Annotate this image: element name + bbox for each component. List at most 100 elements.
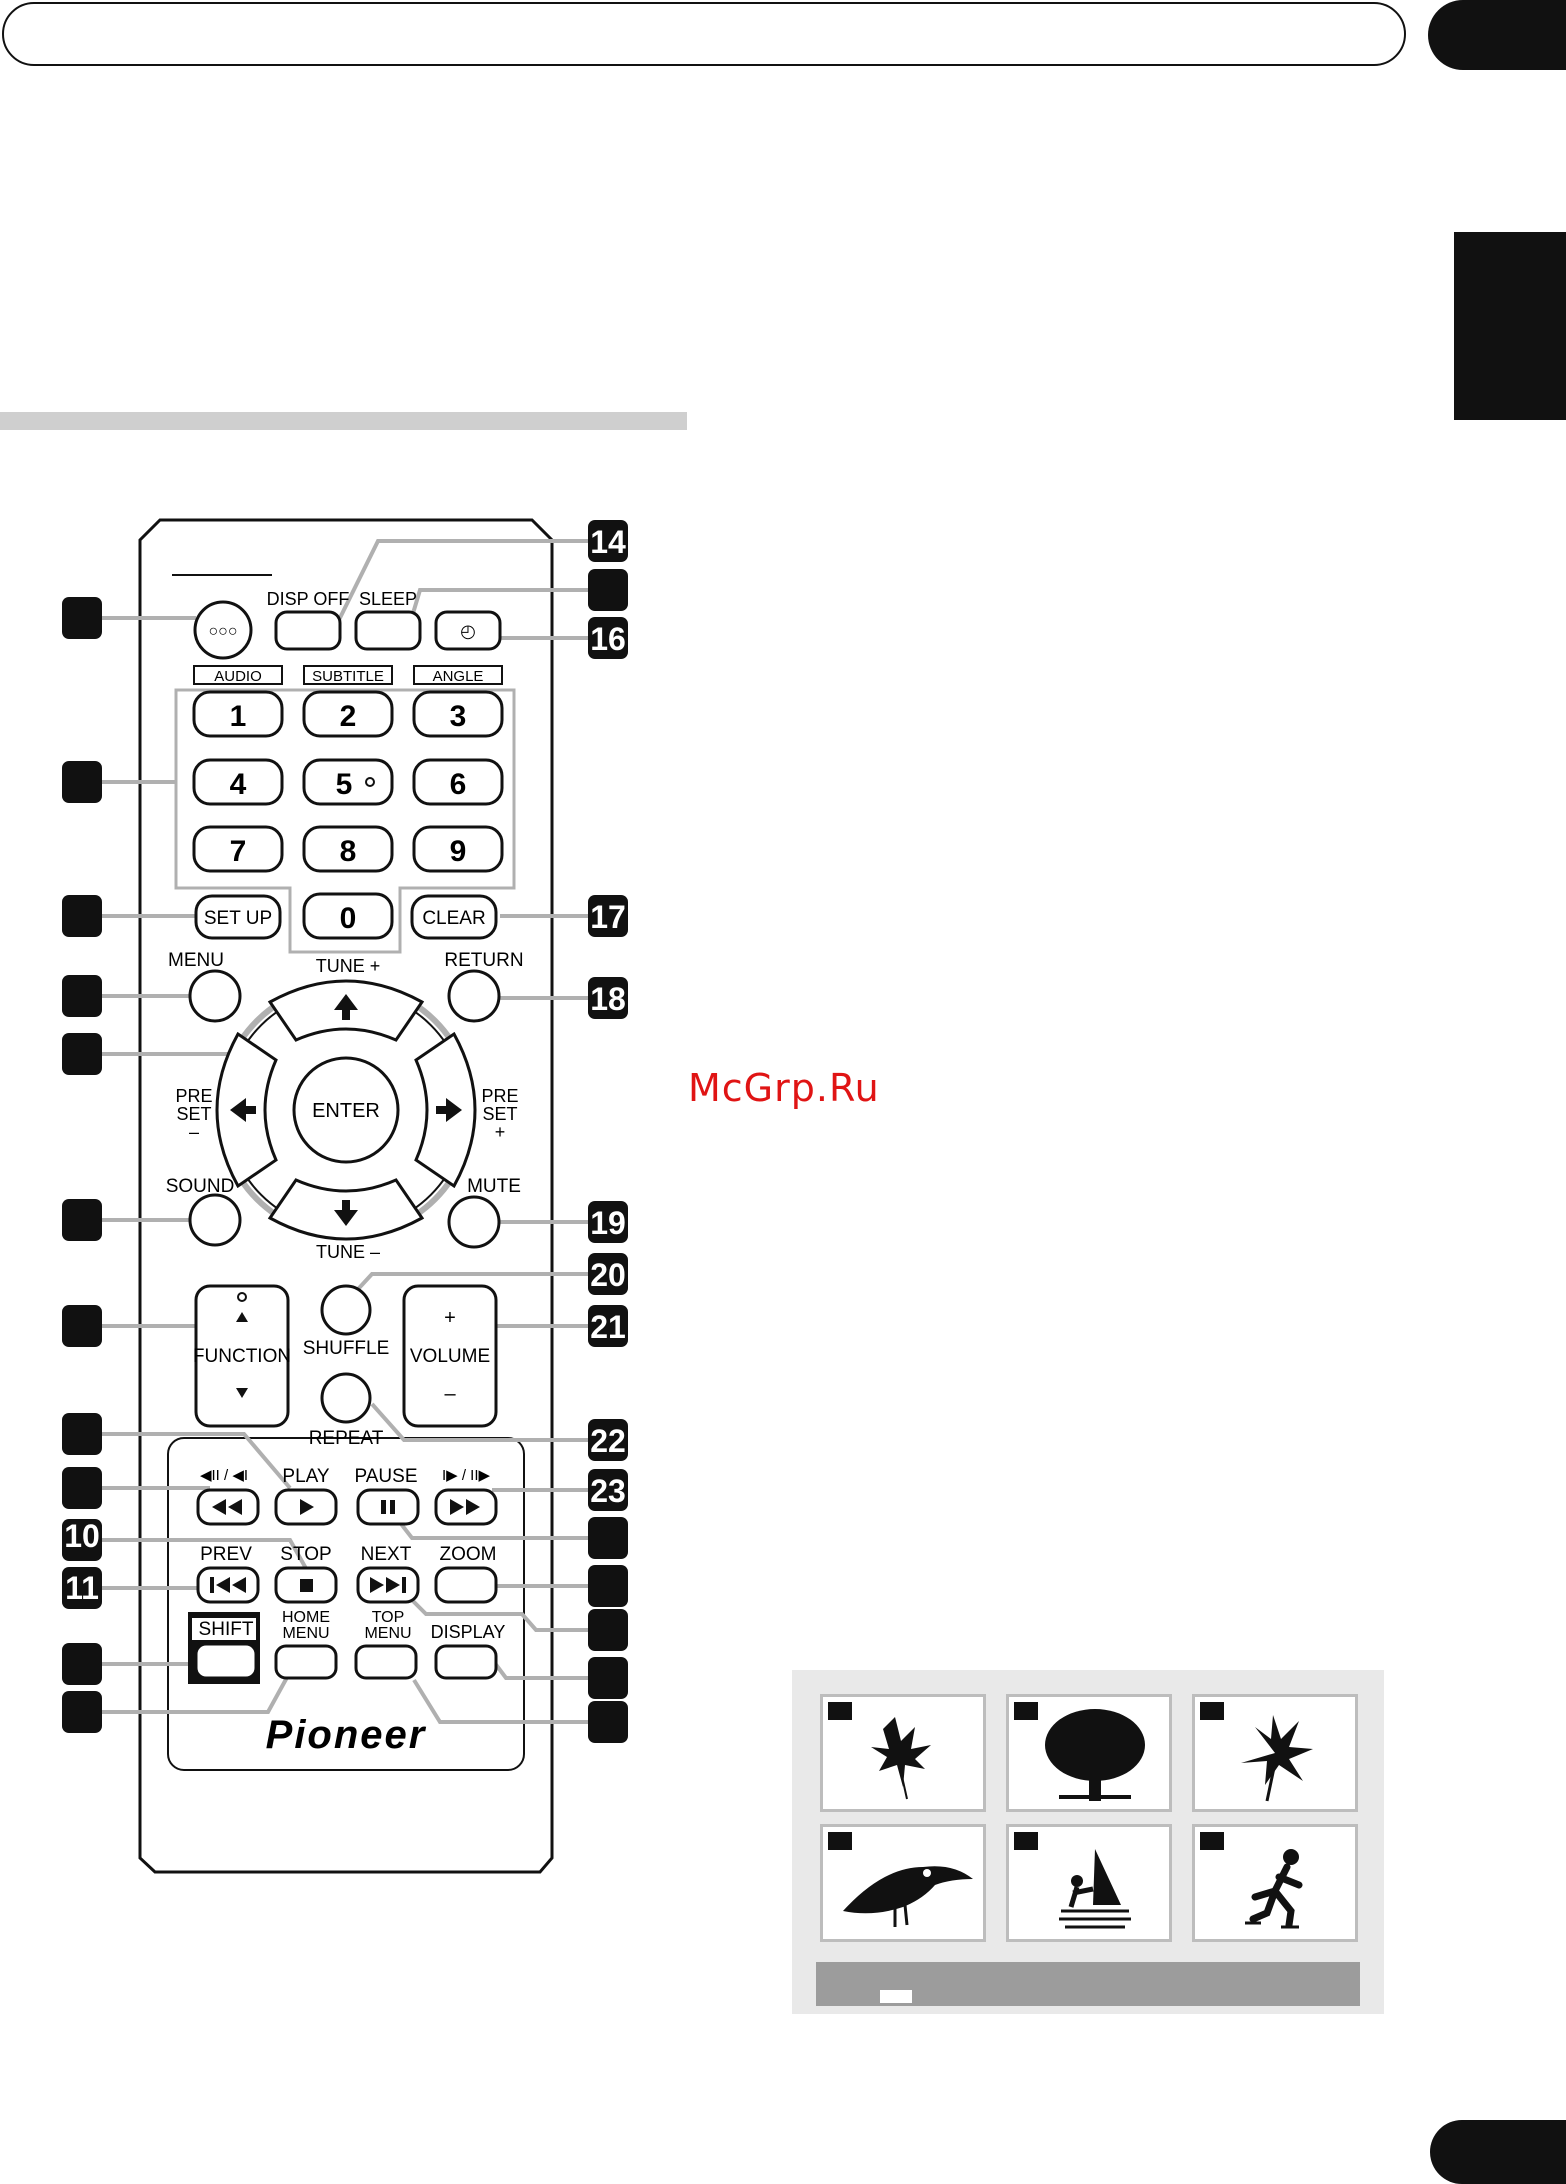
function-down-icon	[236, 1388, 248, 1398]
slow-reverse-label: ◀II / ◀I	[200, 1467, 248, 1484]
rewind-icon	[212, 1499, 242, 1515]
return-button	[447, 969, 501, 1023]
preset-right-label-3: +	[495, 1122, 506, 1142]
callout-14: 14	[590, 524, 626, 560]
mute-label: MUTE	[467, 1176, 521, 1197]
sleep-label: SLEEP	[359, 589, 417, 609]
key-0: 0	[340, 902, 357, 935]
repeat-label: REPEAT	[309, 1428, 384, 1449]
callout-10: 10	[64, 1518, 100, 1554]
prev-label: PREV	[200, 1544, 252, 1565]
volume-plus-label: +	[444, 1307, 456, 1329]
key-8: 8	[340, 835, 357, 868]
pause-button	[356, 1488, 420, 1526]
shuffle-button	[320, 1284, 372, 1336]
key-7: 7	[230, 835, 247, 868]
disp-off-label: DISP OFF	[267, 589, 350, 609]
thumbnail-4[interactable]	[820, 1824, 986, 1942]
mute-button	[447, 1195, 501, 1249]
menu-label: MENU	[168, 950, 224, 971]
callout-17: 17	[590, 899, 626, 935]
setup-button	[194, 894, 282, 940]
tune-minus-label: TUNE –	[316, 1242, 380, 1262]
stop-label: STOP	[280, 1544, 331, 1565]
thumbnail-1[interactable]	[820, 1694, 986, 1812]
standby-button	[193, 600, 253, 660]
callout-23: 23	[590, 1473, 626, 1509]
volume-label: VOLUME	[410, 1346, 490, 1367]
function-rocker	[194, 1284, 290, 1428]
enter-label: ENTER	[312, 1100, 380, 1122]
thumbnail-2[interactable]	[1006, 1694, 1172, 1812]
status-indicator	[880, 1990, 912, 2003]
chapter-header-pill	[2, 2, 1406, 66]
thumbnail-5[interactable]	[1006, 1824, 1172, 1942]
toucan-icon	[843, 1866, 973, 1927]
home-menu-button	[274, 1644, 338, 1680]
watermark: McGrp.Ru	[688, 1066, 880, 1110]
skater-icon	[1245, 1849, 1303, 1929]
sleep-button	[354, 610, 422, 651]
callout-19: 19	[590, 1205, 626, 1241]
subtitle-label: SUBTITLE	[312, 668, 384, 685]
repeat-button	[320, 1372, 372, 1424]
sound-label: SOUND	[166, 1176, 235, 1197]
page-number-pill	[1430, 2120, 1566, 2184]
pause-label: PAUSE	[354, 1466, 417, 1487]
key-3: 3	[450, 700, 467, 733]
slow-forward-label: I▶ / II▶	[442, 1467, 491, 1484]
maple-leaf-icon	[871, 1717, 931, 1800]
key-4: 4	[230, 768, 247, 801]
svg-text:○○○: ○○○	[209, 623, 238, 640]
disp-off-button	[274, 610, 342, 651]
preset-left-label-2: SET	[176, 1104, 211, 1124]
play-label: PLAY	[282, 1466, 330, 1487]
clear-button	[410, 894, 498, 940]
display-label: DISPLAY	[431, 1622, 506, 1642]
thumbnail-3[interactable]	[1192, 1694, 1358, 1812]
tree-icon	[1045, 1709, 1145, 1801]
lily-flower-icon	[1241, 1715, 1313, 1802]
up-arrow-icon	[334, 994, 358, 1020]
preset-left-label-3: –	[189, 1122, 199, 1142]
brand-logo: Pioneer	[266, 1713, 427, 1757]
key-5: 5	[336, 768, 353, 801]
sound-button	[188, 1193, 242, 1247]
callout-21: 21	[590, 1309, 626, 1345]
callout-18: 18	[590, 981, 626, 1017]
photo-thumbnail-panel	[792, 1670, 1384, 2014]
language-side-tab	[1454, 232, 1566, 420]
shift-label: SHIFT	[199, 1619, 254, 1640]
clear-label: CLEAR	[422, 908, 485, 929]
display-button	[434, 1644, 498, 1680]
angle-label: ANGLE	[433, 668, 484, 685]
key-2: 2	[340, 700, 357, 733]
shuffle-label: SHUFFLE	[303, 1338, 390, 1359]
key-6: 6	[450, 768, 467, 801]
next-label: NEXT	[361, 1544, 412, 1565]
left-arrow-icon	[230, 1098, 256, 1122]
callout-20: 20	[590, 1257, 626, 1293]
preset-left-label-1: PRE	[175, 1086, 212, 1106]
zoom-label: ZOOM	[440, 1544, 497, 1565]
down-arrow-icon	[334, 1200, 358, 1226]
key-9: 9	[450, 835, 467, 868]
preset-right-label-2: SET	[482, 1104, 517, 1124]
home-menu-label-2: MENU	[282, 1625, 329, 1642]
pause-icon	[381, 1500, 386, 1514]
tune-plus-label: TUNE +	[316, 956, 381, 976]
callout-16: 16	[590, 621, 626, 657]
previous-icon	[210, 1577, 246, 1593]
stop-icon	[300, 1579, 313, 1592]
play-icon	[300, 1499, 314, 1515]
thumbnail-6[interactable]	[1192, 1824, 1358, 1942]
chapter-number-tab	[1428, 0, 1566, 70]
menu-button	[188, 969, 242, 1023]
timer-icon: ◴	[460, 621, 476, 641]
callout-22: 22	[590, 1423, 626, 1459]
shift-button	[194, 1642, 258, 1680]
next-icon	[370, 1577, 406, 1593]
setup-label: SET UP	[204, 908, 272, 929]
top-menu-label-2: MENU	[364, 1625, 411, 1642]
section-heading-bar	[0, 412, 687, 430]
